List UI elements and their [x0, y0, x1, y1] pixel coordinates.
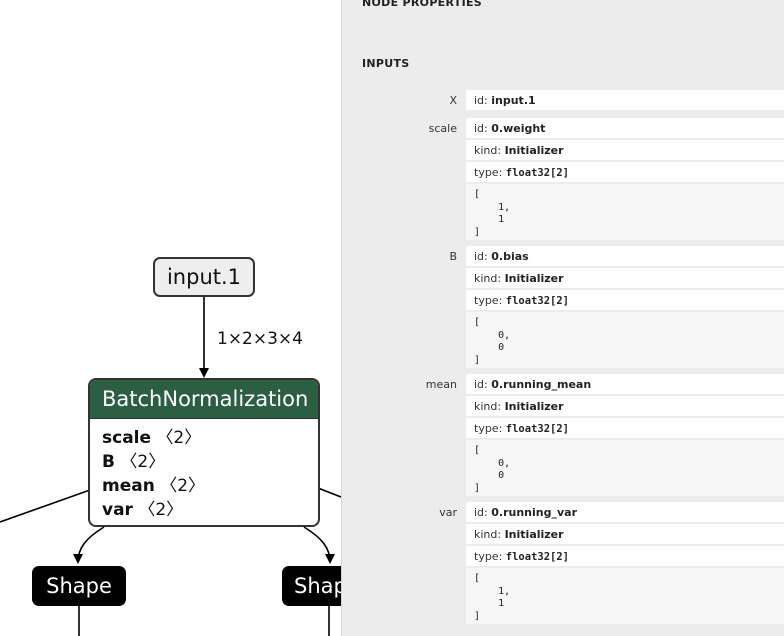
- graph-edges: [0, 297, 341, 636]
- edge-left-offscreen: [0, 489, 91, 523]
- edge-right-offscreen: [317, 487, 341, 498]
- inputs-section-title: INPUTS: [362, 57, 410, 70]
- graph-node-attribute: mean 〈2〉: [102, 476, 206, 496]
- graph-node-shape-right[interactable]: Shap: [282, 566, 341, 606]
- input-values: id: input.1: [466, 90, 784, 112]
- graph-node-input[interactable]: input.1: [153, 257, 255, 297]
- input-values: id: 0.weight kind: Initializer type: flo…: [466, 118, 784, 242]
- panel-title: NODE PROPERTIES: [362, 0, 482, 9]
- graph-node-shape-label: Shape: [46, 574, 112, 598]
- input-name: scale: [428, 122, 457, 135]
- input-values: id: 0.running_var kind: Initializer type…: [466, 502, 784, 626]
- graph-node-batchnormalization-title: BatchNormalization: [90, 380, 318, 419]
- input-name: X: [449, 94, 457, 107]
- graph-canvas[interactable]: input.1 1×2×3×4 BatchNormalization scale…: [0, 0, 341, 636]
- input-tensor-value: [ 0, 0 ]: [466, 312, 784, 368]
- graph-node-shape-left[interactable]: Shape: [32, 566, 126, 606]
- input-kind-line: kind: Initializer: [466, 396, 784, 416]
- input-id-line[interactable]: id: 0.bias: [466, 246, 784, 266]
- graph-node-batchnormalization[interactable]: BatchNormalization scale 〈2〉 B 〈2〉 mean …: [88, 378, 320, 527]
- edge-shape-label: 1×2×3×4: [217, 329, 303, 349]
- input-type-line: type: float32[2]: [466, 290, 784, 310]
- graph-node-shape-label: Shap: [294, 574, 341, 598]
- input-values: id: 0.running_mean kind: Initializer typ…: [466, 374, 784, 498]
- graph-node-attribute: B 〈2〉: [102, 452, 166, 472]
- input-tensor-value: [ 1, 1 ]: [466, 568, 784, 624]
- input-kind-line: kind: Initializer: [466, 140, 784, 160]
- input-type-line: type: float32[2]: [466, 418, 784, 438]
- input-name: B: [449, 250, 457, 263]
- graph-node-attribute: var 〈2〉: [102, 500, 184, 520]
- graph-node-attribute: scale 〈2〉: [102, 428, 202, 448]
- input-kind-line: kind: Initializer: [466, 268, 784, 288]
- input-id-line[interactable]: id: 0.running_var: [466, 502, 784, 522]
- node-properties-panel[interactable]: NODE PROPERTIES INPUTS X id: input.1 sca…: [341, 0, 784, 636]
- input-tensor-value: [ 0, 0 ]: [466, 440, 784, 496]
- graph-node-attributes: scale 〈2〉 B 〈2〉 mean 〈2〉 var 〈2〉: [90, 419, 318, 522]
- input-values: id: 0.bias kind: Initializer type: float…: [466, 246, 784, 370]
- input-id-line[interactable]: id: 0.running_mean: [466, 374, 784, 394]
- graph-node-input-label: input.1: [166, 265, 242, 289]
- edge-batchnorm-to-shape-right: [303, 526, 335, 564]
- input-kind-line: kind: Initializer: [466, 524, 784, 544]
- input-name: var: [439, 506, 457, 519]
- input-id-line[interactable]: id: input.1: [466, 90, 784, 110]
- edge-batchnorm-to-shape-left: [73, 526, 105, 564]
- input-tensor-value: [ 1, 1 ]: [466, 184, 784, 240]
- input-id-line[interactable]: id: 0.weight: [466, 118, 784, 138]
- input-type-line: type: float32[2]: [466, 162, 784, 182]
- input-name: mean: [425, 378, 457, 391]
- input-type-line: type: float32[2]: [466, 546, 784, 566]
